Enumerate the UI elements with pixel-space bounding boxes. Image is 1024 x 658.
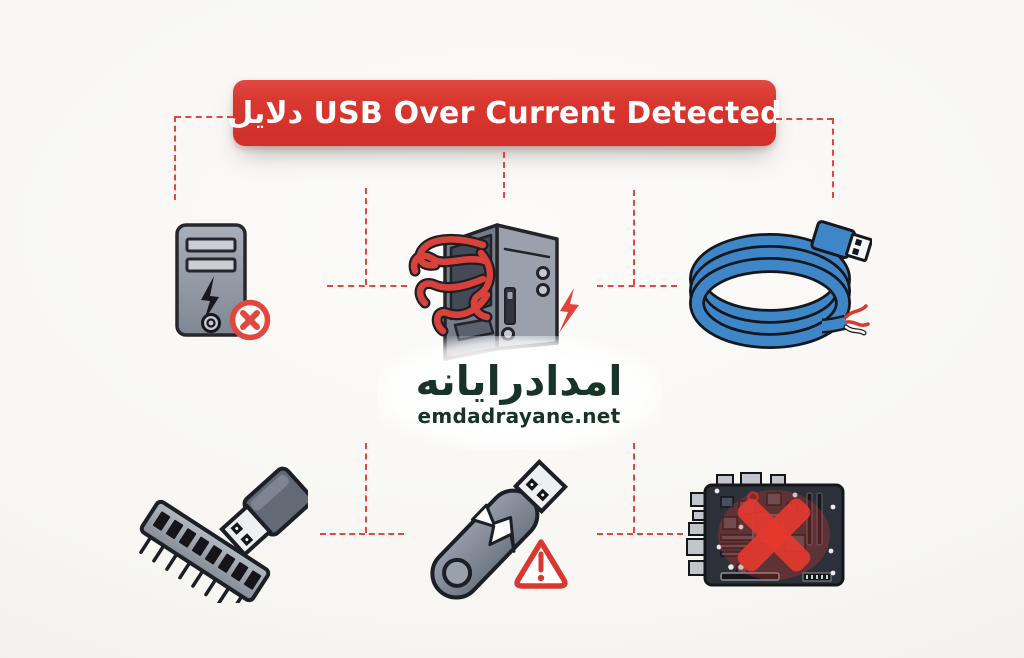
crack-lightning-icon: [201, 276, 219, 321]
connector-bottom-right-h: [597, 533, 683, 535]
illustration-failed-motherboard: [683, 447, 868, 602]
illustration-usb-header-pins: [133, 453, 308, 603]
illustration-pc-case-cable-overload: [393, 193, 608, 368]
usb-cable-icon: [689, 220, 872, 349]
pin-header-strip-icon: [139, 499, 271, 603]
connector-top-left-h: [327, 285, 407, 287]
motherboard-icon: [686, 472, 845, 587]
frayed-wires-icon: [821, 304, 870, 336]
illustration-faulty-pc-tower: [168, 212, 283, 347]
connector-bottom-left-v: [365, 443, 367, 533]
connector-top-right-h: [597, 285, 677, 287]
overloaded-cables-icon: [408, 233, 496, 337]
title-banner: دلایل USB Over Current Detected: [227, 80, 782, 146]
banner-title: دلایل USB Over Current Detected: [227, 95, 782, 131]
connector-top-left-v: [365, 188, 367, 285]
connector-banner-center-v: [503, 152, 505, 198]
red-circle-x-badge-icon: [229, 299, 271, 341]
pc-tower-icon: [175, 223, 271, 341]
connector-top-right-v: [633, 190, 635, 285]
connector-bottom-right-v: [633, 443, 635, 533]
logo-domain: emdadrayane.net: [417, 403, 621, 428]
connector-banner-right-v: [832, 118, 834, 198]
connector-banner-right-h: [776, 118, 833, 120]
illustration-damaged-usb-cable: [672, 203, 872, 353]
usb-plug-icon: [219, 466, 308, 558]
flash-drive-icon: [430, 458, 569, 600]
pc-case-icon: [408, 223, 579, 361]
red-lightning-bolt-icon: [559, 288, 579, 333]
crack-icon: [470, 503, 516, 553]
connector-banner-left-v: [174, 116, 176, 200]
red-x-mark-icon: [737, 498, 811, 572]
warning-triangle-icon: [514, 539, 568, 589]
illustration-broken-flash-drive: [425, 450, 590, 605]
usb-connector-icon: [810, 220, 872, 263]
logo-persian-wordmark: امدادرایانه: [415, 357, 623, 406]
site-logo: امدادرایانه emdadrayane.net: [377, 336, 661, 450]
connector-bottom-left-h: [320, 533, 404, 535]
usb-header-icon: [139, 466, 308, 603]
connector-banner-left-h: [175, 116, 233, 118]
